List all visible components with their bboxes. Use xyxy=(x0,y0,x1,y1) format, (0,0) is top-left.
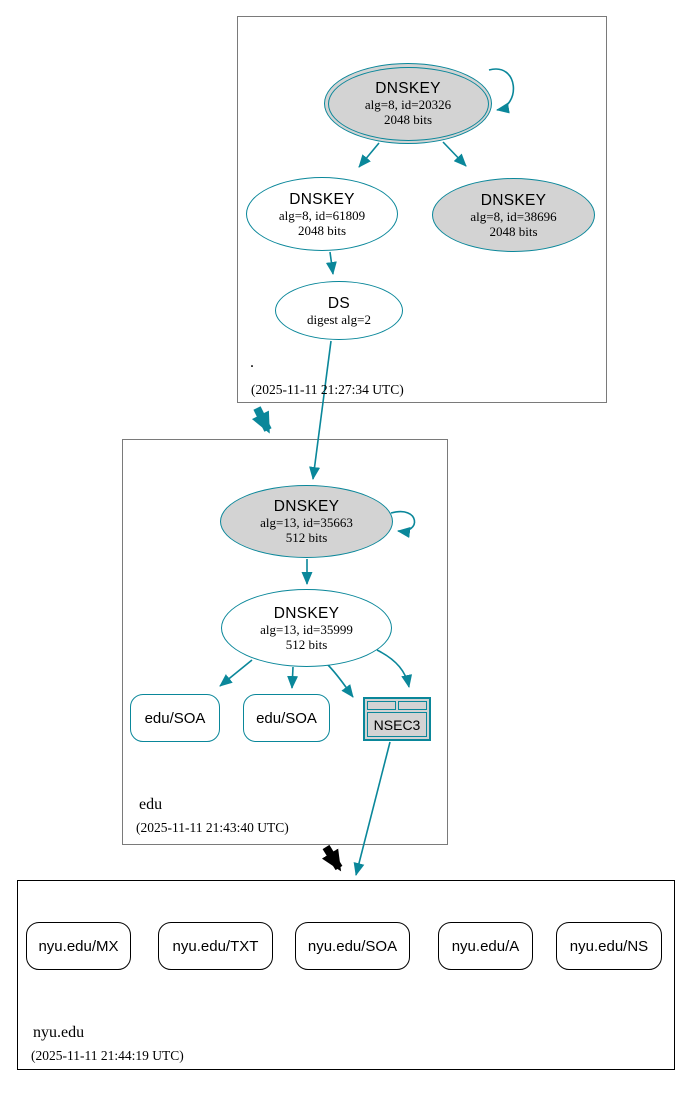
edge-edu-zone-to-nyu-zone-insecure-delegation xyxy=(321,844,343,872)
node-root-zsk-dnskey[interactable]: DNSKEY alg=8, id=61809 2048 bits xyxy=(246,177,398,251)
edge-root-ksk-self-sign-loop xyxy=(488,68,515,114)
edge-ds-to-edu-ksk xyxy=(309,340,332,480)
node-detail: alg=13, id=35663 xyxy=(260,515,353,530)
rrset-label: nyu.edu/NS xyxy=(569,937,649,955)
node-title: DNSKEY xyxy=(289,190,355,208)
rrset-nyu-edu-txt[interactable]: nyu.edu/TXT xyxy=(158,922,273,970)
rrset-edu-soa-2[interactable]: edu/SOA xyxy=(243,694,330,742)
edge-root-zsk-to-ds xyxy=(325,251,337,275)
nsec3-cell-left xyxy=(367,701,396,710)
rrset-nyu-edu-ns[interactable]: nyu.edu/NS xyxy=(556,922,662,970)
node-edu-zsk-dnskey[interactable]: DNSKEY alg=13, id=35999 512 bits xyxy=(221,589,392,667)
rrset-nyu-edu-a[interactable]: nyu.edu/A xyxy=(438,922,533,970)
node-detail: 512 bits xyxy=(285,530,328,545)
zone-label-nyu-edu: nyu.edu xyxy=(33,1024,85,1041)
node-detail: alg=8, id=20326 xyxy=(364,97,452,112)
nsec3-cell-right xyxy=(398,701,427,710)
rrset-edu-soa-1[interactable]: edu/SOA xyxy=(130,694,220,742)
zone-box-nyu-edu xyxy=(17,880,675,1070)
node-root-dnskey-38696[interactable]: DNSKEY alg=8, id=38696 2048 bits xyxy=(432,178,595,252)
zone-timestamp-root: (2025-11-11 21:27:34 UTC) xyxy=(251,382,404,397)
rrset-nyu-edu-soa[interactable]: nyu.edu/SOA xyxy=(295,922,410,970)
rrset-label: edu/SOA xyxy=(144,709,206,727)
node-edu-ksk-dnskey[interactable]: DNSKEY alg=13, id=35663 512 bits xyxy=(220,485,393,558)
edge-root-ksk-to-zsk xyxy=(358,142,380,168)
node-detail: alg=8, id=38696 xyxy=(470,208,557,224)
zone-box-edu xyxy=(122,439,448,845)
edge-edu-zsk-to-nsec3-left xyxy=(326,663,354,698)
zone-timestamp-edu: (2025-11-11 21:43:40 UTC) xyxy=(136,820,289,835)
rrset-label: nyu.edu/SOA xyxy=(307,937,398,955)
node-title: DNSKEY xyxy=(273,604,340,622)
node-edu-nsec3[interactable]: NSEC3 xyxy=(363,697,431,741)
rrset-label: nyu.edu/A xyxy=(451,937,520,955)
zone-label-edu: edu xyxy=(139,796,163,813)
edge-root-ksk-to-key3 xyxy=(442,141,467,167)
zone-box-root xyxy=(237,16,607,403)
node-root-ds[interactable]: DS digest alg=2 xyxy=(275,281,403,340)
rrset-label: nyu.edu/TXT xyxy=(172,937,259,955)
node-detail: digest alg=2 xyxy=(306,311,372,327)
edge-root-zone-to-edu-zone-secure-delegation xyxy=(251,406,272,434)
node-detail: 2048 bits xyxy=(383,112,433,127)
rrset-nyu-edu-mx[interactable]: nyu.edu/MX xyxy=(26,922,131,970)
edge-edu-zsk-to-soa1 xyxy=(219,659,253,687)
node-detail: 512 bits xyxy=(285,636,328,652)
node-detail: alg=8, id=61809 xyxy=(278,207,366,223)
node-title: DNSKEY xyxy=(273,498,340,515)
node-title: DNSKEY xyxy=(480,191,547,209)
edge-edu-zsk-to-soa2 xyxy=(287,666,299,689)
edge-edu-ksk-self-sign-loop xyxy=(390,510,416,538)
node-detail: 2048 bits xyxy=(297,222,347,238)
edge-edu-zsk-to-nsec3-right xyxy=(376,649,413,688)
zone-timestamp-nyu-edu: (2025-11-11 21:44:19 UTC) xyxy=(31,1048,184,1063)
node-detail: alg=13, id=35999 xyxy=(260,621,353,637)
node-detail: 2048 bits xyxy=(489,223,538,239)
node-root-ksk-dnskey[interactable]: DNSKEY alg=8, id=20326 2048 bits xyxy=(324,63,492,144)
rrset-label: edu/SOA xyxy=(256,709,317,727)
nsec3-label: NSEC3 xyxy=(367,712,427,737)
zone-label-root: . xyxy=(250,354,254,371)
node-title: DS xyxy=(327,294,351,312)
nsec3-top-cells xyxy=(367,701,427,710)
rrset-label: nyu.edu/MX xyxy=(38,937,119,955)
edge-nsec3-to-nyu-zone xyxy=(353,741,391,876)
node-title: DNSKEY xyxy=(375,80,441,97)
